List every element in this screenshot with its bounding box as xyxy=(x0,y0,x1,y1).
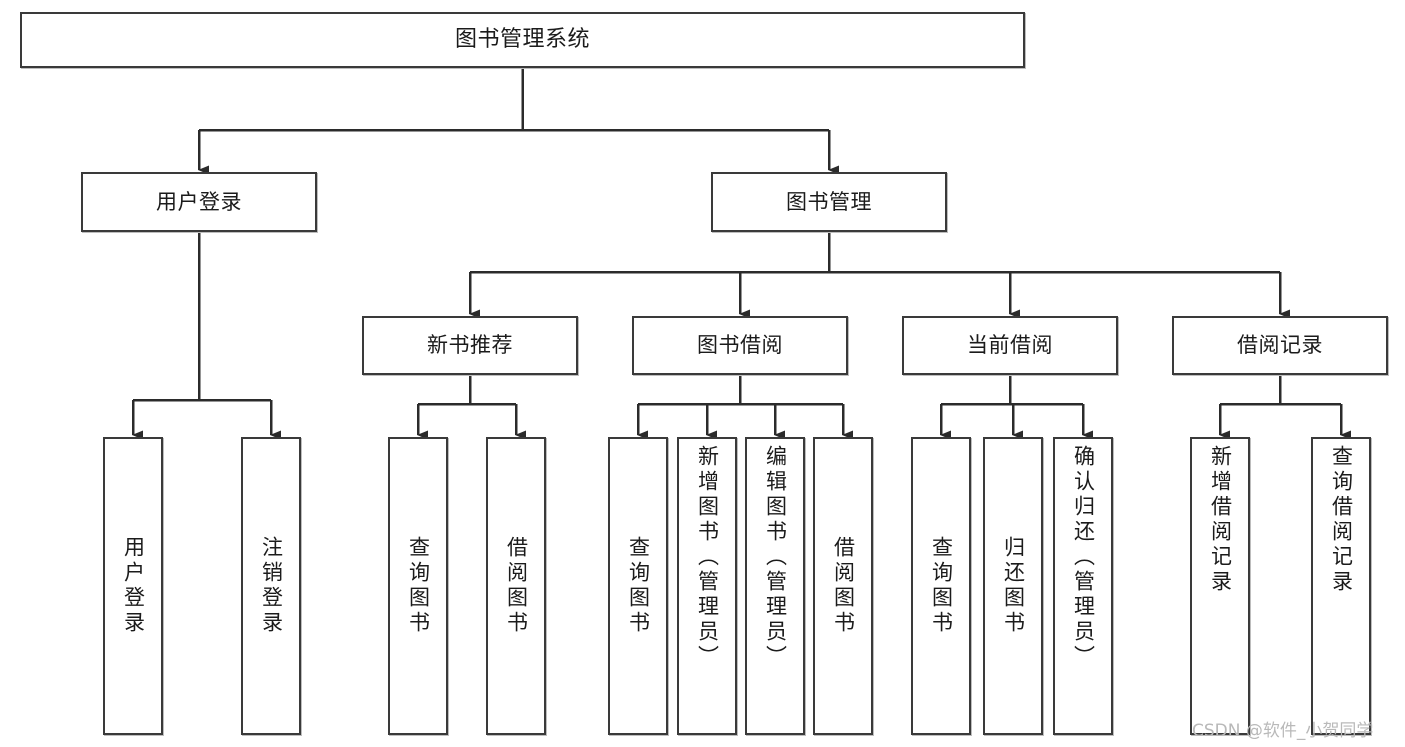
node-root[interactable]: 图书管理系统 xyxy=(20,12,1025,68)
node-leaf-add-book[interactable]: 新增图书（管理员） xyxy=(677,437,737,735)
node-leaf-borrow-book-rec[interactable]: 借阅图书 xyxy=(486,437,546,735)
node-leaf-user-logout[interactable]: 注销登录 xyxy=(241,437,301,735)
node-leaf-edit-book[interactable]: 编辑图书（管理员） xyxy=(745,437,805,735)
node-leaf-confirm-return[interactable]: 确认归还（管理员） xyxy=(1053,437,1113,735)
node-label-current-borrow: 当前借阅 xyxy=(967,333,1053,358)
node-user-login[interactable]: 用户登录 xyxy=(81,172,317,232)
node-label-leaf-borrow-book: 借阅图书 xyxy=(831,536,856,636)
node-label-book-borrow: 图书借阅 xyxy=(697,333,783,358)
node-borrow-record[interactable]: 借阅记录 xyxy=(1172,316,1388,375)
node-label-leaf-user-login: 用户登录 xyxy=(121,536,146,636)
node-leaf-borrow-book[interactable]: 借阅图书 xyxy=(813,437,873,735)
node-label-leaf-query-book-borrow: 查询图书 xyxy=(626,536,651,636)
node-label-leaf-borrow-book-rec: 借阅图书 xyxy=(504,536,529,636)
node-leaf-query-book-current[interactable]: 查询图书 xyxy=(911,437,971,735)
node-label-leaf-query-record: 查询借阅记录 xyxy=(1329,445,1354,595)
node-label-leaf-confirm-return: 确认归还（管理员） xyxy=(1071,445,1096,670)
node-label-leaf-add-record: 新增借阅记录 xyxy=(1208,445,1233,595)
node-label-leaf-return-book: 归还图书 xyxy=(1001,536,1026,636)
node-label-leaf-add-book: 新增图书（管理员） xyxy=(695,445,720,670)
node-label-user-login: 用户登录 xyxy=(156,189,242,214)
node-label-leaf-edit-book: 编辑图书（管理员） xyxy=(763,445,788,670)
node-leaf-query-record[interactable]: 查询借阅记录 xyxy=(1311,437,1371,735)
node-leaf-query-book-rec[interactable]: 查询图书 xyxy=(388,437,448,735)
node-book-manage[interactable]: 图书管理 xyxy=(711,172,947,232)
node-label-book-manage: 图书管理 xyxy=(786,189,872,214)
node-label-leaf-query-book-rec: 查询图书 xyxy=(406,536,431,636)
node-current-borrow[interactable]: 当前借阅 xyxy=(902,316,1118,375)
node-leaf-query-book-borrow[interactable]: 查询图书 xyxy=(608,437,668,735)
node-label-new-book-rec: 新书推荐 xyxy=(427,333,513,358)
node-book-borrow[interactable]: 图书借阅 xyxy=(632,316,848,375)
node-leaf-return-book[interactable]: 归还图书 xyxy=(983,437,1043,735)
node-label-leaf-query-book-current: 查询图书 xyxy=(929,536,954,636)
node-label-root: 图书管理系统 xyxy=(454,27,590,53)
node-label-borrow-record: 借阅记录 xyxy=(1237,333,1323,358)
node-leaf-add-record[interactable]: 新增借阅记录 xyxy=(1190,437,1250,735)
node-label-leaf-user-logout: 注销登录 xyxy=(259,536,284,636)
node-leaf-user-login[interactable]: 用户登录 xyxy=(103,437,163,735)
node-new-book-rec[interactable]: 新书推荐 xyxy=(362,316,578,375)
